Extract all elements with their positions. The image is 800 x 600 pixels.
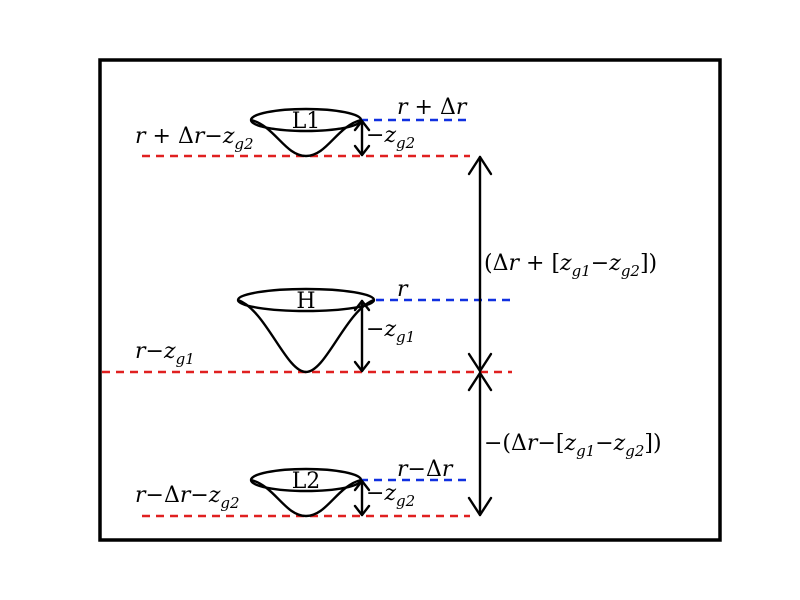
label-part: g2 bbox=[396, 134, 415, 152]
upper-span-arrow bbox=[467, 155, 493, 373]
label-minus-zg2-bottom: −zg2 bbox=[366, 481, 415, 510]
label-part: Δ bbox=[426, 457, 442, 482]
label-part: z bbox=[163, 339, 176, 364]
label-part: z bbox=[383, 123, 396, 148]
lower-span-arrow bbox=[467, 371, 493, 517]
well-l1-label: L1 bbox=[292, 109, 321, 134]
label-part: r bbox=[194, 124, 206, 149]
label-part: ]) bbox=[644, 431, 661, 456]
label-part: r bbox=[527, 431, 539, 456]
diagram-frame bbox=[98, 58, 722, 542]
l2-depth-arrow bbox=[353, 479, 371, 517]
l1-depth-arrow bbox=[353, 119, 371, 157]
well-l2-bowl bbox=[250, 478, 362, 518]
label-r-plus-delta-r: r + Δr bbox=[397, 95, 468, 120]
label-part: [ bbox=[551, 251, 560, 276]
label-part: − bbox=[146, 483, 164, 508]
label-minus-zg1: −zg1 bbox=[366, 317, 415, 346]
label-part: Δ bbox=[178, 124, 194, 149]
label-part: r bbox=[397, 95, 409, 120]
well-h-label: H bbox=[296, 289, 315, 314]
label-part: r bbox=[442, 457, 454, 482]
label-part: r bbox=[135, 339, 147, 364]
label-part: z bbox=[208, 483, 221, 508]
well-l2-label: L2 bbox=[292, 469, 321, 494]
label-part: z bbox=[563, 431, 576, 456]
label-part: [ bbox=[556, 431, 565, 456]
label-part: ( bbox=[484, 251, 493, 276]
label-part: g1 bbox=[176, 350, 195, 368]
label-part: Δ bbox=[493, 251, 509, 276]
label-part: g2 bbox=[625, 442, 644, 460]
label-part: − bbox=[146, 339, 164, 364]
label-part: z bbox=[222, 124, 235, 149]
label-part: g2 bbox=[234, 135, 253, 153]
label-part: − bbox=[366, 317, 384, 342]
label-part: g1 bbox=[572, 262, 591, 280]
label-r-plus-delta-r-minus-zg2: r + Δr−zg2 bbox=[135, 124, 254, 153]
label-r-minus-delta-r: r−Δr bbox=[397, 457, 454, 482]
label-upper-span: (Δr + [zg1−zg2]) bbox=[484, 251, 657, 280]
label-part: g1 bbox=[576, 442, 595, 460]
label-part: g2 bbox=[396, 492, 415, 510]
well-h-bowl bbox=[237, 298, 375, 374]
label-minus-zg2-top: −zg2 bbox=[366, 123, 415, 152]
label-r: r bbox=[397, 277, 409, 302]
h-depth-arrow bbox=[353, 299, 371, 373]
label-part: r bbox=[135, 483, 147, 508]
label-part: Δ bbox=[440, 95, 456, 120]
label-part: + bbox=[408, 95, 440, 120]
label-part: z bbox=[383, 317, 396, 342]
label-part: r bbox=[456, 95, 468, 120]
label-part: − bbox=[591, 251, 609, 276]
label-part: g2 bbox=[621, 262, 640, 280]
label-part: r bbox=[397, 277, 409, 302]
label-part: −( bbox=[484, 431, 511, 456]
label-part: z bbox=[383, 481, 396, 506]
label-part: r bbox=[180, 483, 192, 508]
label-part: z bbox=[613, 431, 626, 456]
label-part: − bbox=[366, 123, 384, 148]
label-part: − bbox=[190, 483, 208, 508]
label-part: Δ bbox=[164, 483, 180, 508]
label-part: r bbox=[135, 124, 147, 149]
well-l2: L2 bbox=[249, 467, 363, 518]
label-part: − bbox=[595, 431, 613, 456]
label-part: r bbox=[397, 457, 409, 482]
label-part: + bbox=[519, 251, 551, 276]
label-part: z bbox=[559, 251, 572, 276]
label-part: + bbox=[146, 124, 178, 149]
label-part: r bbox=[508, 251, 520, 276]
label-r-minus-zg1: r−zg1 bbox=[135, 339, 195, 368]
label-part: g2 bbox=[220, 494, 239, 512]
label-lower-span: −(Δr−[zg1−zg2]) bbox=[484, 431, 662, 460]
label-r-minus-delta-r-minus-zg2: r−Δr−zg2 bbox=[135, 483, 240, 512]
label-part: − bbox=[204, 124, 222, 149]
label-part: z bbox=[608, 251, 621, 276]
label-part: − bbox=[366, 481, 384, 506]
well-h: H bbox=[236, 287, 376, 374]
label-part: g1 bbox=[396, 328, 415, 346]
label-part: Δ bbox=[511, 431, 527, 456]
well-l1: L1 bbox=[249, 107, 363, 158]
label-part: ]) bbox=[640, 251, 657, 276]
well-l1-bowl bbox=[250, 118, 362, 158]
label-part: − bbox=[408, 457, 426, 482]
label-part: − bbox=[537, 431, 555, 456]
